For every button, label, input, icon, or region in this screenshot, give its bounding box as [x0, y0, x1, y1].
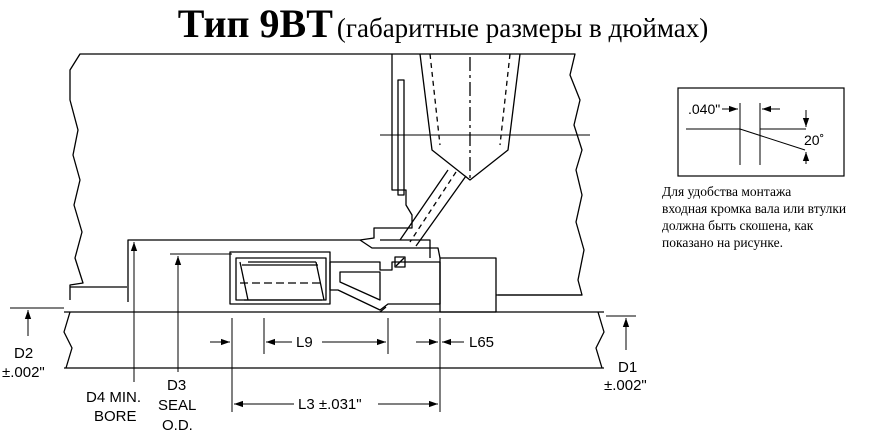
gland-outline	[127, 54, 413, 302]
detail-chamfer	[739, 128, 806, 151]
note-line: входная кромка вала или втулки	[662, 201, 847, 216]
d3-label-line1: D3	[167, 377, 186, 394]
shaft-break-right	[595, 311, 605, 369]
shaft-chamfer	[379, 306, 387, 313]
chamfer-detail: .040" 20˚	[677, 87, 845, 177]
d4-label-line1: D4 MIN.	[86, 389, 141, 406]
gasket	[397, 79, 405, 196]
passage-mid	[409, 171, 457, 243]
diagram-title: Тип 9BT (габаритные размеры в дюймах)	[0, 0, 886, 48]
installation-note: Для удобства монтажа входная кромка вала…	[662, 183, 886, 251]
flush-port-hidden-right	[499, 53, 511, 146]
d4-label-line2: BORE	[94, 408, 137, 425]
d3-label-line3: O.D.	[162, 417, 193, 434]
chamber-step	[359, 239, 441, 259]
title-subtitle: (габаритные размеры в дюймах)	[336, 13, 709, 43]
note-line: должна быть скошена, как	[662, 218, 814, 233]
pin-diag	[395, 257, 405, 267]
note-line: Для удобства монтажа	[662, 184, 792, 199]
detail-chamfer-length: .040"	[688, 101, 720, 117]
d2-tolerance: ±.002"	[2, 364, 45, 381]
passage-lower	[415, 175, 467, 247]
stationary-seat	[439, 257, 497, 313]
d1-label: D1	[618, 359, 637, 376]
l3-label: L3 ±.031"	[298, 396, 362, 413]
d3-label-line2: SEAL	[158, 397, 196, 414]
pin	[394, 256, 406, 268]
title-main: Тип 9BT	[177, 1, 333, 46]
passage-outlet	[380, 239, 431, 258]
flush-port	[419, 53, 521, 181]
d1-tolerance: ±.002"	[604, 377, 647, 394]
d2-label: D2	[14, 345, 33, 362]
spring-coil	[239, 261, 325, 301]
shaft-break-left	[63, 311, 73, 369]
passage-upper	[399, 169, 449, 241]
seal-face-ring	[329, 261, 441, 311]
chamfer-detail-frame	[677, 87, 845, 177]
note-line: показано на рисунке.	[662, 235, 783, 250]
flush-port-hidden-left	[429, 53, 441, 146]
seal-cage	[229, 251, 331, 305]
spring-housing	[235, 257, 327, 301]
seal-face-insert	[339, 271, 381, 301]
housing-outline	[69, 53, 585, 300]
l9-label: L9	[296, 334, 313, 351]
detail-angle-label: 20˚	[804, 132, 824, 148]
l65-label: L65	[469, 334, 494, 351]
